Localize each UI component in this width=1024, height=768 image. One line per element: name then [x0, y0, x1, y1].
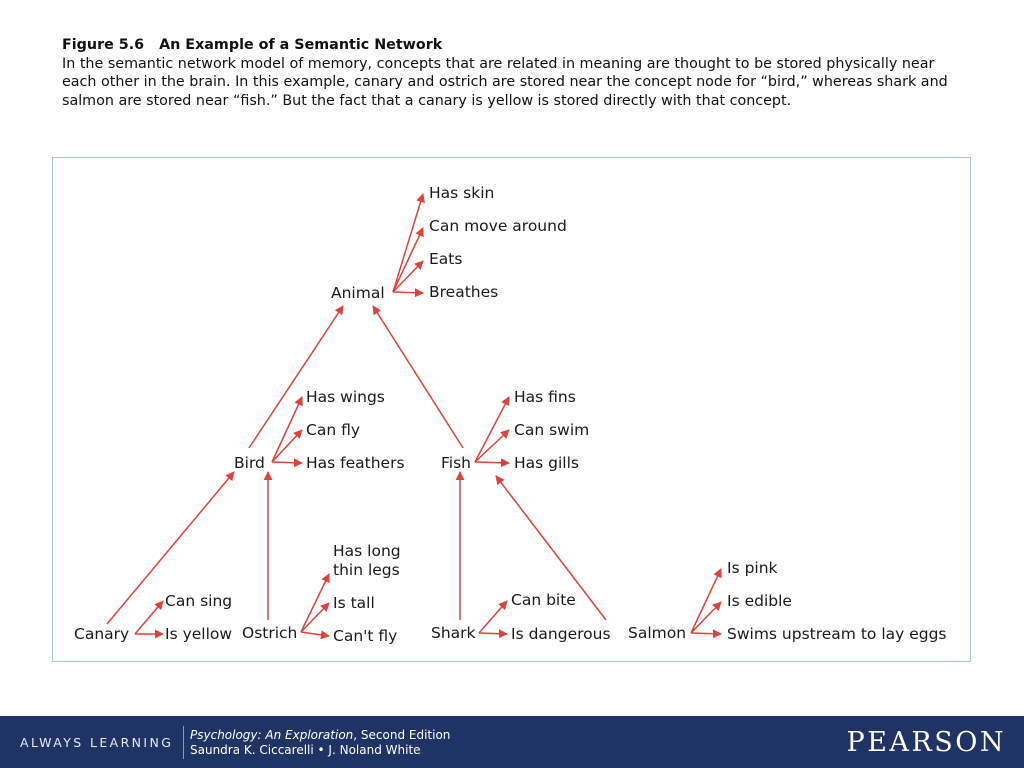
- property-can-fly: Can fly: [306, 421, 360, 439]
- arrow-bird-to-can-fly: [271, 429, 303, 463]
- figure-caption: Figure 5.6 An Example of a Semantic Netw…: [62, 36, 972, 110]
- book-edition: , Second Edition: [353, 728, 451, 742]
- property-has-long-thin-legs-line2: thin legs: [333, 561, 400, 579]
- property-can-swim: Can swim: [514, 421, 589, 439]
- arrow-canary-to-bird: [106, 471, 235, 625]
- arrow-canary-to-can-sing: [134, 600, 164, 635]
- arrow-animal-to-can-move-around: [392, 227, 424, 293]
- arrow-animal-to-has-skin: [392, 193, 425, 293]
- property-eats: Eats: [429, 250, 462, 268]
- arrow-salmon-to-swims-upstream: [690, 629, 722, 639]
- property-can-bite: Can bite: [511, 591, 576, 609]
- property-has-fins: Has fins: [514, 388, 576, 406]
- footer-bar: ALWAYS LEARNING Psychology: An Explorati…: [0, 716, 1024, 768]
- footer-divider: [183, 726, 184, 759]
- arrow-ostrich-to-cant-fly: [300, 630, 330, 640]
- semantic-network-svg: Animal Has skin Can move around Eats Bre…: [74, 184, 947, 645]
- arrow-salmon-to-is-edible: [690, 601, 722, 634]
- property-is-dangerous: Is dangerous: [511, 625, 611, 643]
- arrow-animal-to-eats: [392, 260, 424, 293]
- property-swims-upstream: Swims upstream to lay eggs: [727, 625, 947, 643]
- arrow-bird-to-animal: [248, 305, 344, 449]
- book-title: Psychology: An Exploration: [190, 728, 354, 742]
- arrow-ostrich-to-is-tall: [300, 602, 330, 633]
- arrow-salmon-to-fish: [495, 475, 607, 621]
- arrow-shark-to-is-dangerous: [478, 629, 508, 639]
- property-has-long-thin-legs-line1: Has long: [333, 542, 401, 560]
- book-info: Psychology: An Exploration, Second Editi…: [190, 728, 450, 758]
- arrow-shark-to-can-bite: [478, 600, 508, 634]
- node-canary: Canary: [74, 625, 129, 643]
- property-can-move-around: Can move around: [429, 217, 567, 235]
- property-has-wings: Has wings: [306, 388, 385, 406]
- figure-number: Figure 5.6: [62, 37, 145, 53]
- network-edges: [106, 193, 722, 640]
- figure-description: In the semantic network model of memory,…: [62, 55, 948, 109]
- arrow-salmon-to-is-pink: [690, 568, 722, 634]
- node-salmon: Salmon: [628, 624, 686, 642]
- arrow-fish-to-can-swim: [474, 429, 510, 463]
- book-authors: Saundra K. Ciccarelli • J. Noland White: [190, 743, 421, 757]
- property-is-pink: Is pink: [727, 559, 778, 577]
- arrow-fish-to-has-gills: [474, 458, 510, 468]
- arrow-fish-to-animal: [372, 305, 464, 449]
- property-has-gills: Has gills: [514, 454, 579, 472]
- figure-heading: Figure 5.6 An Example of a Semantic Netw…: [62, 36, 972, 55]
- node-fish: Fish: [441, 454, 471, 472]
- semantic-network-diagram: Animal Has skin Can move around Eats Bre…: [52, 157, 971, 662]
- arrow-ostrich-to-has-long-thin-legs: [300, 573, 330, 633]
- node-ostrich: Ostrich: [242, 624, 297, 642]
- footer-tagline: ALWAYS LEARNING: [20, 735, 174, 750]
- arrow-fish-to-has-fins: [474, 396, 510, 463]
- pearson-logo: PEARSON: [846, 727, 1006, 758]
- node-animal: Animal: [331, 284, 385, 302]
- property-is-edible: Is edible: [727, 592, 792, 610]
- property-cant-fly: Can't fly: [333, 627, 397, 645]
- arrow-bird-to-has-feathers: [271, 458, 303, 468]
- arrow-animal-to-breathes: [392, 288, 424, 298]
- property-has-feathers: Has feathers: [306, 454, 405, 472]
- figure-title: An Example of a Semantic Network: [159, 37, 443, 53]
- property-has-skin: Has skin: [429, 184, 494, 202]
- property-is-tall: Is tall: [333, 594, 375, 612]
- property-is-yellow: Is yellow: [165, 625, 232, 643]
- node-shark: Shark: [431, 624, 476, 642]
- node-bird: Bird: [234, 454, 265, 472]
- property-can-sing: Can sing: [165, 592, 232, 610]
- property-breathes: Breathes: [429, 283, 498, 301]
- book-title-line: Psychology: An Exploration, Second Editi…: [190, 728, 450, 743]
- arrow-bird-to-has-wings: [271, 396, 303, 463]
